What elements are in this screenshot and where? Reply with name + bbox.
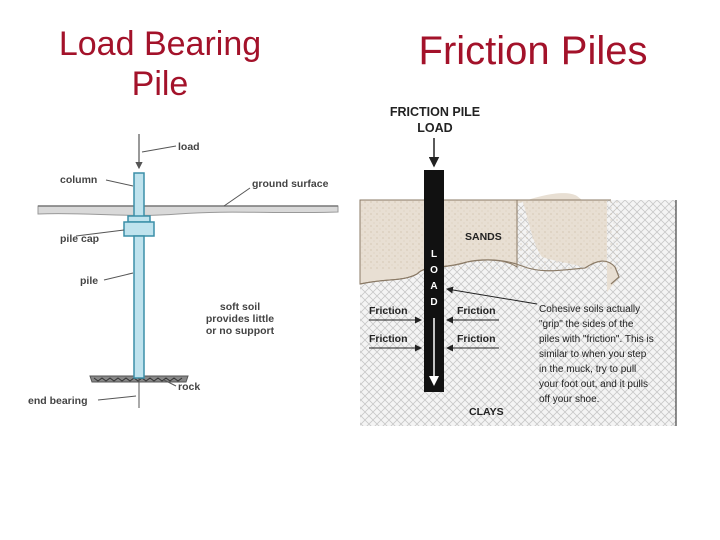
leader-column	[105, 179, 134, 187]
shaft-letter-o: O	[430, 265, 438, 276]
explanation-line-7: off your shoe.	[539, 394, 599, 405]
label-column: column	[60, 174, 97, 186]
shaft-letter-l: L	[431, 249, 437, 260]
explanation-pointer	[446, 286, 538, 305]
explanation-line-4: similar to when you step	[539, 349, 647, 360]
friction-pile-heading-2: LOAD	[417, 121, 452, 135]
label-pile-cap: pile cap	[60, 233, 99, 245]
label-sands: SANDS	[465, 231, 502, 243]
explanation-line-2: "grip" the sides of the	[539, 319, 634, 330]
shaft-down-arrowhead	[429, 376, 439, 386]
ground-surface-band	[37, 205, 339, 216]
pile-cap	[123, 221, 155, 237]
rock-texture	[93, 377, 183, 382]
friction-pile-heading-1: FRICTION PILE	[390, 105, 480, 119]
shaft-letter-a: A	[430, 281, 437, 292]
friction-pile-shaft	[424, 170, 444, 392]
label-soft-soil-2: provides little	[206, 313, 274, 325]
label-ground-surface: ground surface	[252, 178, 329, 190]
leader-pile-cap	[75, 229, 125, 237]
label-soft-soil-1: soft soil	[220, 301, 260, 313]
explanation-line-6: your foot out, and it pulls	[539, 379, 648, 390]
pile-cap-top	[127, 215, 151, 223]
slide-title-friction-piles: Friction Piles	[418, 29, 648, 73]
explanation-line-5: in the muck, try to pull	[539, 364, 636, 375]
label-rock: rock	[178, 381, 200, 393]
leader-ground	[223, 187, 251, 207]
slide-title-load-bearing-pile: Load Bearing Pile	[58, 25, 262, 104]
friction-label-left-1: Friction	[369, 305, 408, 317]
explanation-line-3: piles with "friction". This is	[539, 334, 654, 345]
label-soft-soil-3: or no support	[206, 325, 275, 337]
label-pile: pile	[80, 275, 98, 287]
leader-end-bearing	[97, 395, 137, 401]
label-end-bearing: end bearing	[28, 395, 88, 407]
shaft-letter-d: D	[430, 297, 437, 308]
label-load: load	[178, 141, 200, 153]
friction-label-left-2: Friction	[369, 333, 408, 345]
leader-rock	[163, 379, 177, 387]
friction-label-right-1: Friction	[457, 305, 496, 317]
explanation-line-1: Cohesive soils actually	[539, 304, 640, 315]
load-bearing-pile-diagram: load column ground surface pile cap pile…	[28, 134, 339, 408]
leader-load	[141, 145, 177, 153]
label-clays: CLAYS	[469, 406, 504, 418]
friction-label-right-2: Friction	[457, 333, 496, 345]
sand-layer	[360, 193, 582, 204]
sand-texture	[360, 200, 618, 270]
leader-pile	[103, 272, 134, 281]
pile-shaft	[133, 235, 145, 379]
column	[133, 172, 145, 222]
friction-pile-diagram: FRICTION PILE LOAD L O A D SANDS CLAYS F…	[359, 105, 677, 426]
